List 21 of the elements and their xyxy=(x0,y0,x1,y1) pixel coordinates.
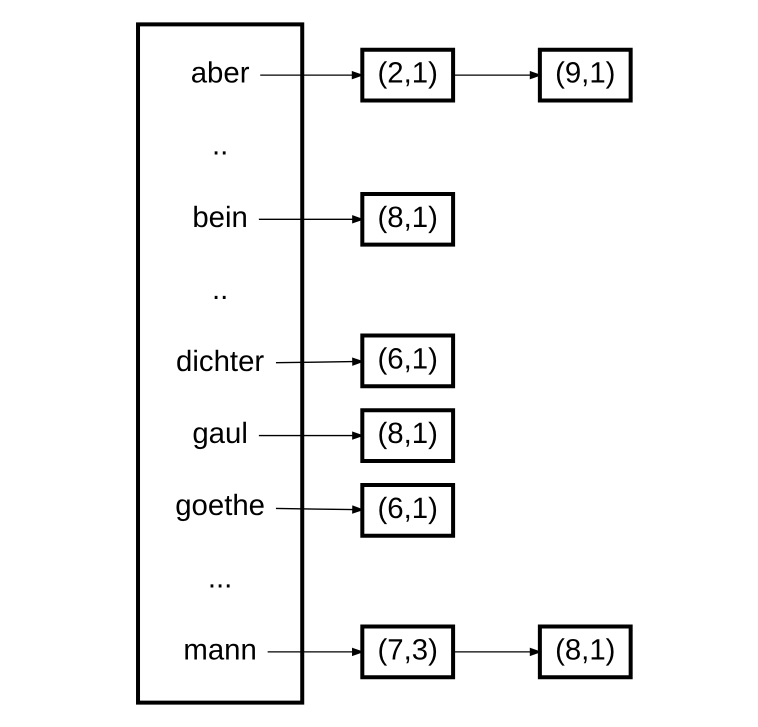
node-box: (8,1) xyxy=(360,408,456,463)
arrow xyxy=(276,505,364,514)
node-box: (9,1) xyxy=(538,48,633,102)
label: ... xyxy=(208,561,232,594)
node-text: dichter xyxy=(176,344,264,378)
node-text: gaul xyxy=(192,417,248,450)
node-text: bein xyxy=(192,200,248,234)
node-text: aber xyxy=(190,56,250,90)
node-box: (8,1) xyxy=(538,624,633,680)
node-box: (8,1) xyxy=(360,192,456,247)
cluster xyxy=(136,22,304,705)
node-text: goethe xyxy=(175,489,266,522)
node-box: (6,1) xyxy=(360,482,456,538)
node-text: mann xyxy=(183,633,257,666)
node-box: (2,1) xyxy=(360,48,456,102)
arrow xyxy=(453,70,542,80)
node-box: (7,3) xyxy=(360,624,456,680)
label: .. xyxy=(212,128,228,162)
label: .. xyxy=(212,272,228,306)
arrow xyxy=(453,648,542,656)
node-box: (6,1) xyxy=(360,333,456,388)
